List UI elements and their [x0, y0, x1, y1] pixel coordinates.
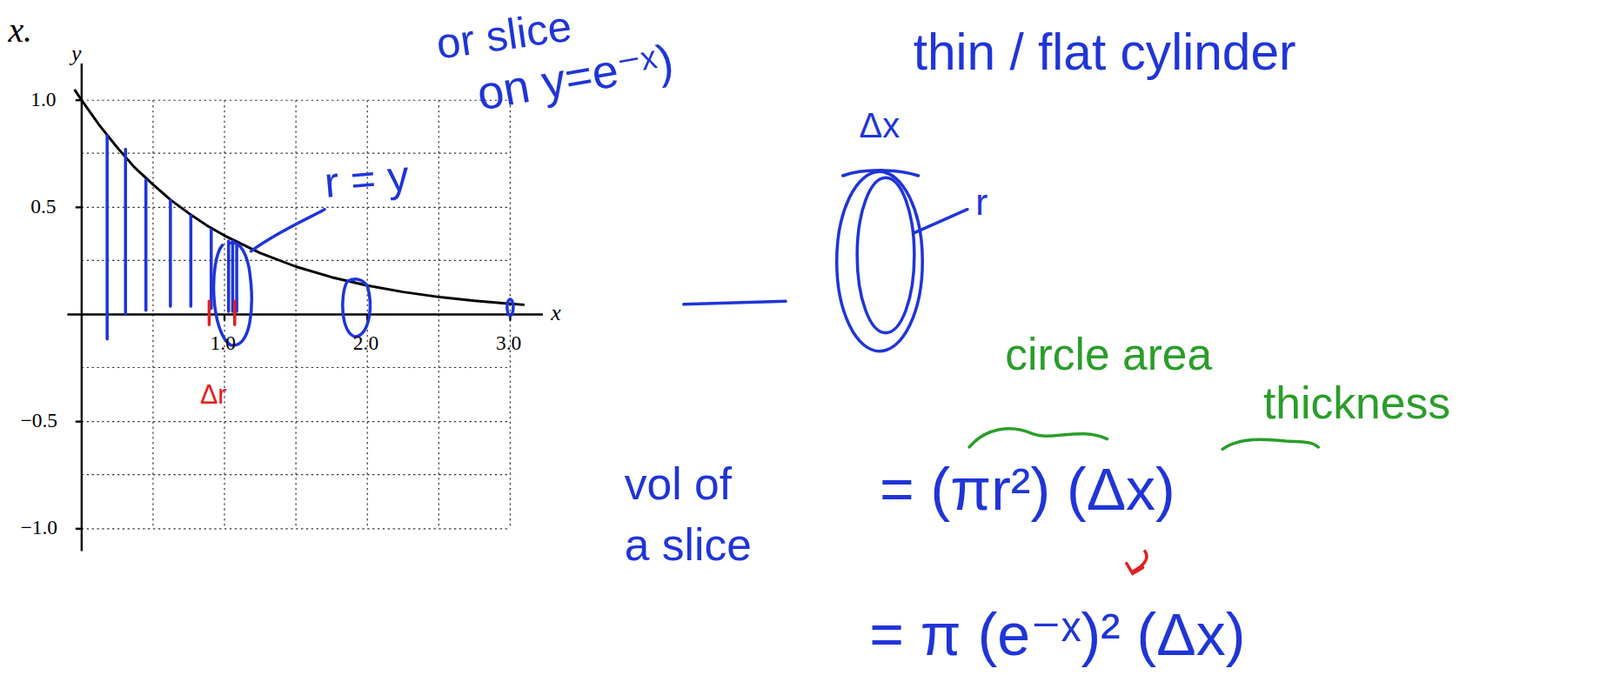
disk-sketch [214, 242, 253, 346]
handwritten-note: Δx [859, 106, 901, 147]
grid-line [81, 528, 511, 529]
tick [75, 528, 82, 530]
grid-line [81, 421, 511, 422]
x-axis [66, 313, 543, 315]
leader-line [914, 209, 968, 234]
overbrace [1222, 439, 1319, 449]
equation: = π (e⁻ˣ)² (Δx) [869, 600, 1246, 669]
substitution-arrow [1126, 551, 1147, 575]
tick [75, 420, 82, 422]
tick-label: −1.0 [20, 515, 58, 540]
tick-label: 1.0 [210, 331, 236, 355]
overbrace [969, 428, 1107, 448]
tick-label: 2.0 [353, 331, 379, 355]
axis-label: y [71, 40, 81, 67]
tick-mark [207, 301, 212, 325]
slice-line [123, 149, 128, 315]
tick-label: −0.5 [20, 408, 58, 433]
handwritten-note: thin / flat cylinder [913, 22, 1297, 81]
grid-line [81, 153, 511, 154]
disk-sketch [342, 279, 371, 337]
disk-sketch [507, 299, 514, 316]
slice-line [168, 200, 173, 307]
handwritten-note: r = y [321, 150, 411, 208]
handwritten-note: thickness [1263, 377, 1451, 429]
tick [75, 206, 82, 208]
axis-label: x [550, 300, 561, 327]
grid-line [81, 367, 511, 369]
handwritten-note: r [975, 181, 988, 225]
slices [107, 135, 968, 351]
overbraces [969, 428, 1319, 450]
leader-line [251, 209, 325, 252]
math-text: x. [7, 10, 33, 51]
axes [66, 63, 543, 552]
cylinder-sketch [856, 177, 915, 333]
axis-sketch [683, 301, 786, 305]
slice-line [105, 135, 109, 339]
y-axis [80, 63, 83, 552]
exp-curve [74, 89, 525, 305]
equation: = (πr²) (Δx) [879, 455, 1176, 523]
handwritten-note: circle area [1004, 328, 1212, 381]
tick-mark [233, 301, 237, 325]
tick-label: 3.0 [495, 331, 522, 355]
grid-line [223, 100, 225, 529]
tick-label: 0.5 [30, 194, 56, 219]
slice-line [144, 180, 148, 311]
handwritten-note: Δr [200, 379, 228, 410]
thickness-mark [843, 170, 919, 176]
grid-line [81, 100, 511, 101]
grid-line [81, 474, 511, 476]
slice-line [189, 215, 194, 307]
slice-line [209, 229, 214, 308]
handwritten-note: vol of a slice [624, 454, 762, 576]
slice-line [227, 241, 231, 312]
cylinder-sketch [836, 171, 924, 351]
tick [223, 314, 226, 322]
tick-label: 1.0 [30, 87, 56, 112]
